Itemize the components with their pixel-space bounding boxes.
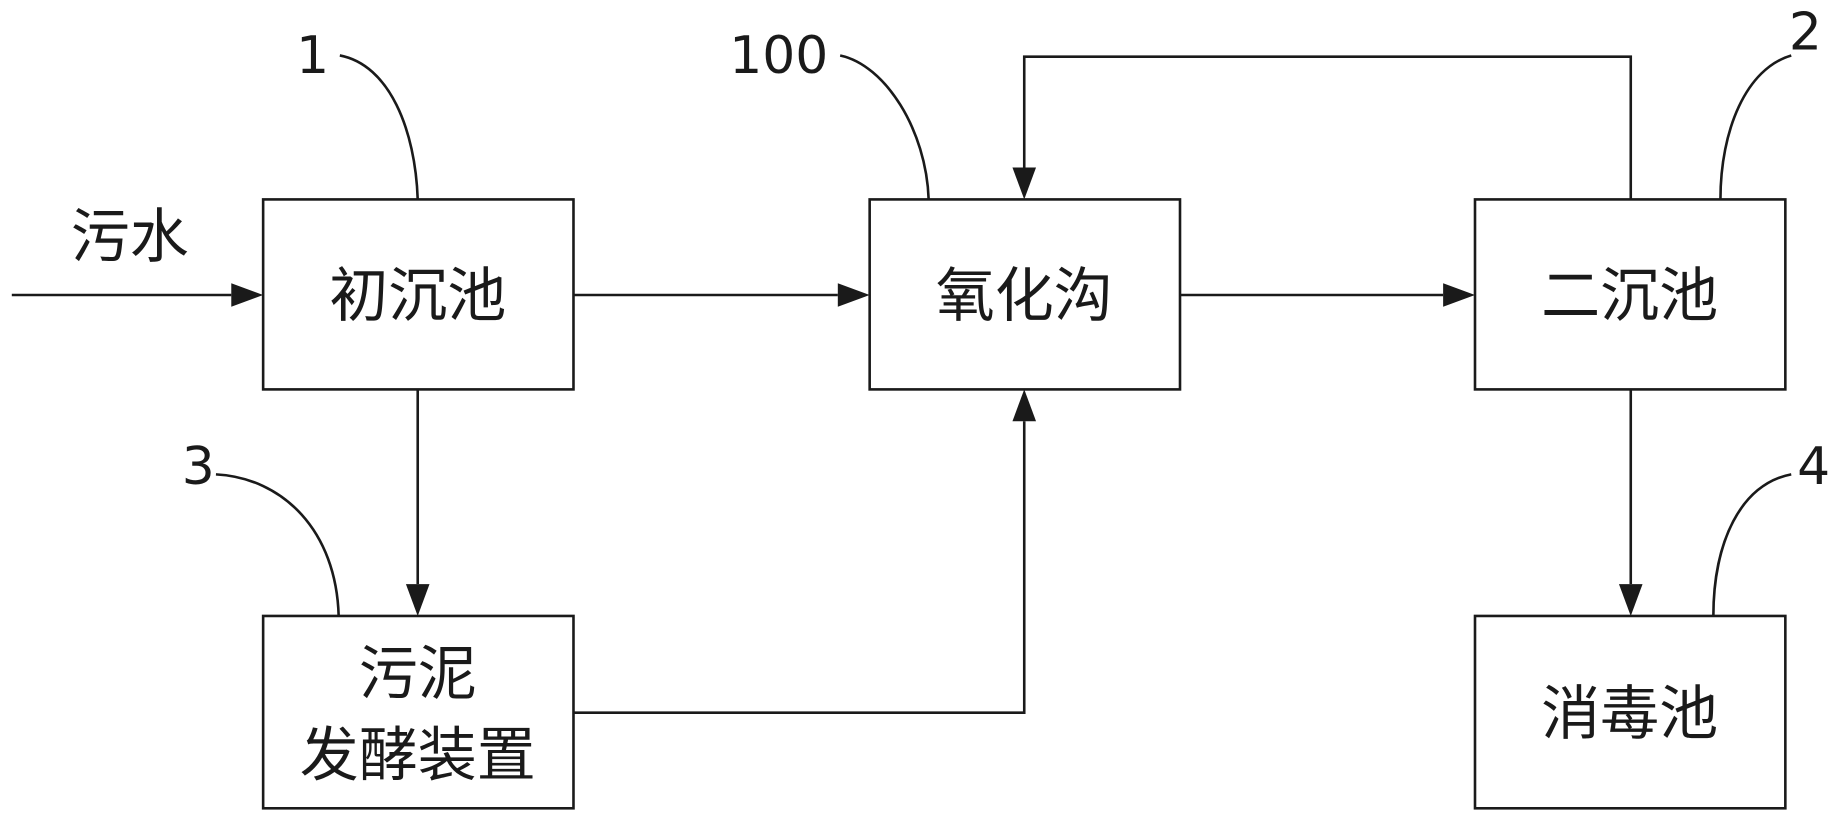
sludge-label-line2: 发酵装置 — [300, 720, 536, 789]
primary-settling-label: 初沉池 — [329, 261, 506, 330]
oxidation-ditch-label: 氧化沟 — [936, 261, 1113, 330]
oxidation-ditch-box — [868, 198, 1182, 391]
ref-number-2: 2 — [1789, 3, 1822, 63]
sewage-input-label: 污水 — [71, 202, 189, 271]
primary-settling-box — [261, 198, 575, 391]
secondary-to-disinfection-arrowhead — [1618, 584, 1643, 616]
disinfection-label: 消毒池 — [1541, 679, 1718, 748]
ref-1-leader — [339, 54, 420, 200]
return-sludge-line — [1022, 55, 1633, 200]
ditch-to-secondary-arrowhead — [1443, 283, 1476, 307]
ref-number-1: 1 — [296, 26, 329, 86]
return-sludge-arrowhead — [1012, 167, 1037, 200]
sludge-to-ditch-arrowhead — [1012, 389, 1037, 422]
ref-number-3: 3 — [182, 437, 215, 497]
ref-2-leader — [1719, 54, 1792, 200]
inlet-arrowhead — [231, 283, 264, 307]
primary-to-ditch-arrowhead — [837, 283, 870, 307]
ref-3-leader — [215, 473, 340, 616]
sludge-fermentation-box — [261, 614, 575, 810]
sludge-to-ditch-line — [573, 421, 1026, 715]
ref-100-leader — [839, 54, 930, 200]
sludge-label-line1: 污泥 — [359, 639, 477, 708]
ref-4-leader — [1712, 473, 1792, 616]
ref-number-4: 4 — [1797, 437, 1830, 497]
disinfection-box — [1473, 614, 1787, 810]
secondary-settling-label: 二沉池 — [1541, 261, 1718, 330]
primary-to-sludge-arrowhead — [405, 584, 430, 616]
ref-number-100: 100 — [729, 26, 828, 86]
